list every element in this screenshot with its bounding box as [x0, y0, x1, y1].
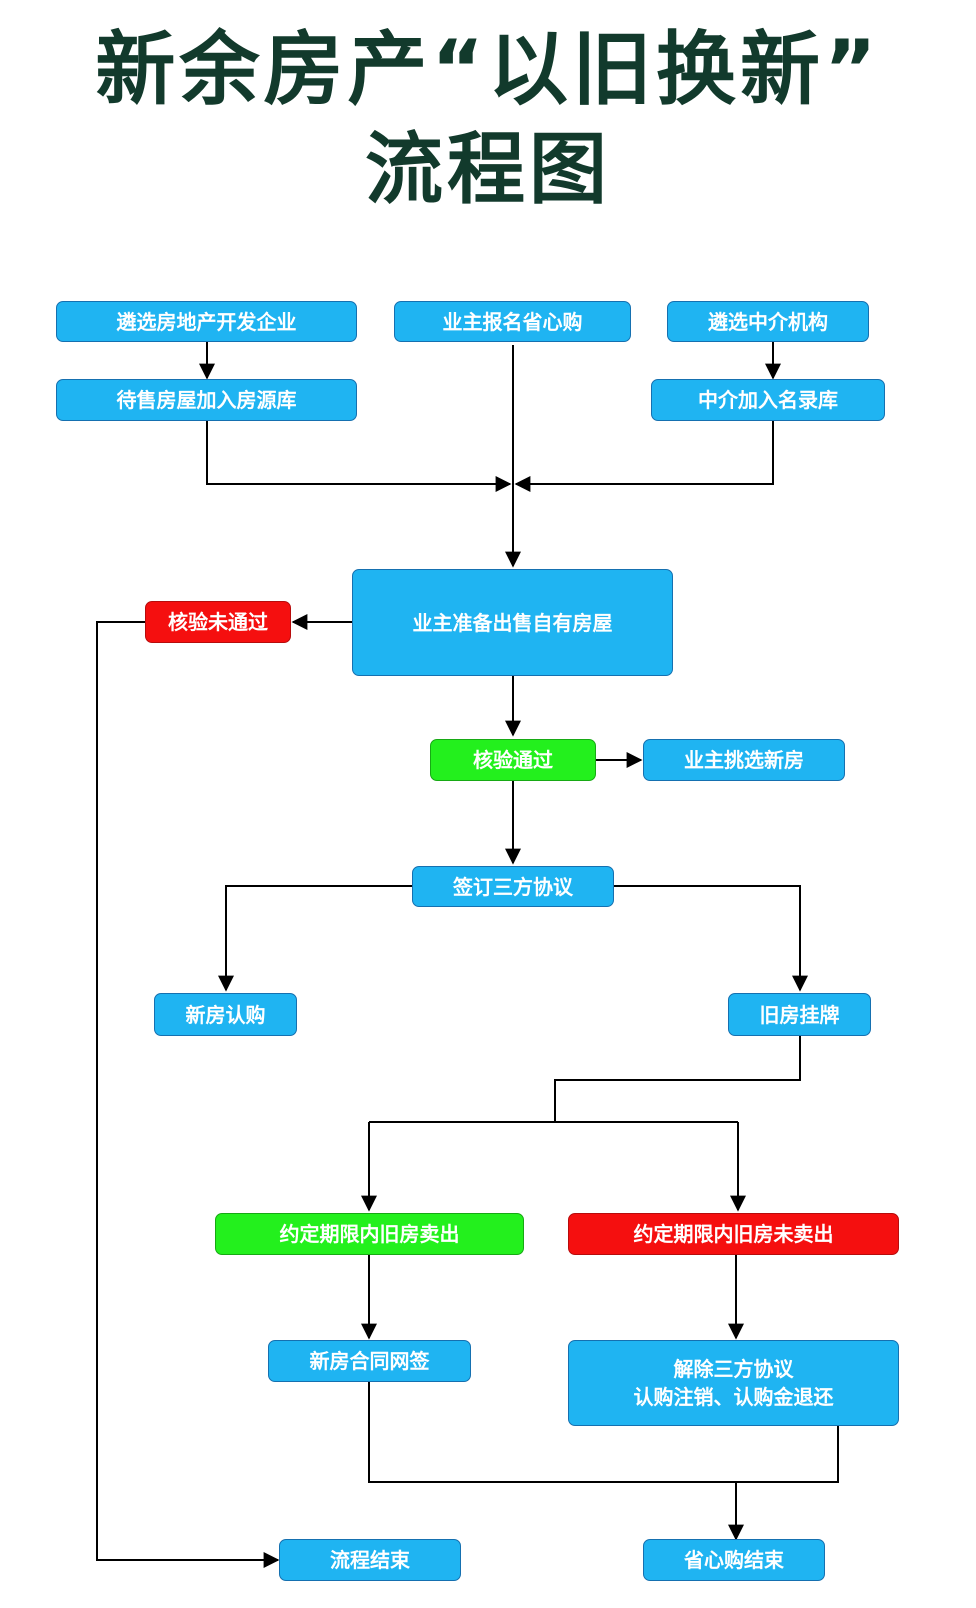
node-worry-free-end: 省心购结束 — [643, 1539, 825, 1581]
node-new-contract-online: 新房合同网签 — [268, 1340, 471, 1382]
node-owner-register: 业主报名省心购 — [394, 301, 631, 342]
node-owner-prepare-sale: 业主准备出售自有房屋 — [352, 569, 673, 676]
page-title: 新余房产“以旧换新” — [95, 23, 881, 116]
node-owner-choose-new: 业主挑选新房 — [643, 739, 845, 781]
page-subtitle: 流程图 — [364, 125, 611, 215]
node-sold-in-period: 约定期限内旧房卖出 — [215, 1213, 524, 1255]
node-process-end: 流程结束 — [279, 1539, 461, 1581]
node-new-house-subscribe: 新房认购 — [154, 993, 297, 1036]
node-select-developer: 遴选房地产开发企业 — [56, 301, 357, 342]
node-sign-tripartite: 签订三方协议 — [412, 866, 614, 907]
arrow-split-to-sold — [369, 1121, 738, 1210]
line-pool-to-junction — [206, 421, 512, 492]
node-verify-passed: 核验通过 — [430, 739, 596, 781]
line-list-to-junction — [514, 421, 774, 492]
node-agency-to-list: 中介加入名录库 — [651, 379, 885, 421]
line-contract-to-merge — [368, 1382, 839, 1483]
node-unsold-in-period: 约定期限内旧房未卖出 — [568, 1213, 899, 1255]
node-verify-failed: 核验未通过 — [145, 601, 291, 643]
arrow-sign-to-listing — [614, 885, 808, 992]
cancel-agreement-line-2: 认购注销、认购金退还 — [633, 1385, 834, 1409]
cancel-agreement-line-1: 解除三方协议 — [673, 1357, 794, 1381]
node-old-house-listing: 旧房挂牌 — [728, 993, 871, 1036]
node-cancel-agreement: 解除三方协议 认购注销、认购金退还 — [568, 1340, 899, 1426]
line-listing-to-split — [554, 1036, 801, 1122]
arrow-failed-to-process-end — [96, 621, 280, 1568]
arrow-sign-to-subscribe — [218, 885, 412, 992]
node-select-agency: 遴选中介机构 — [667, 301, 869, 342]
node-houses-to-pool: 待售房屋加入房源库 — [56, 379, 357, 421]
